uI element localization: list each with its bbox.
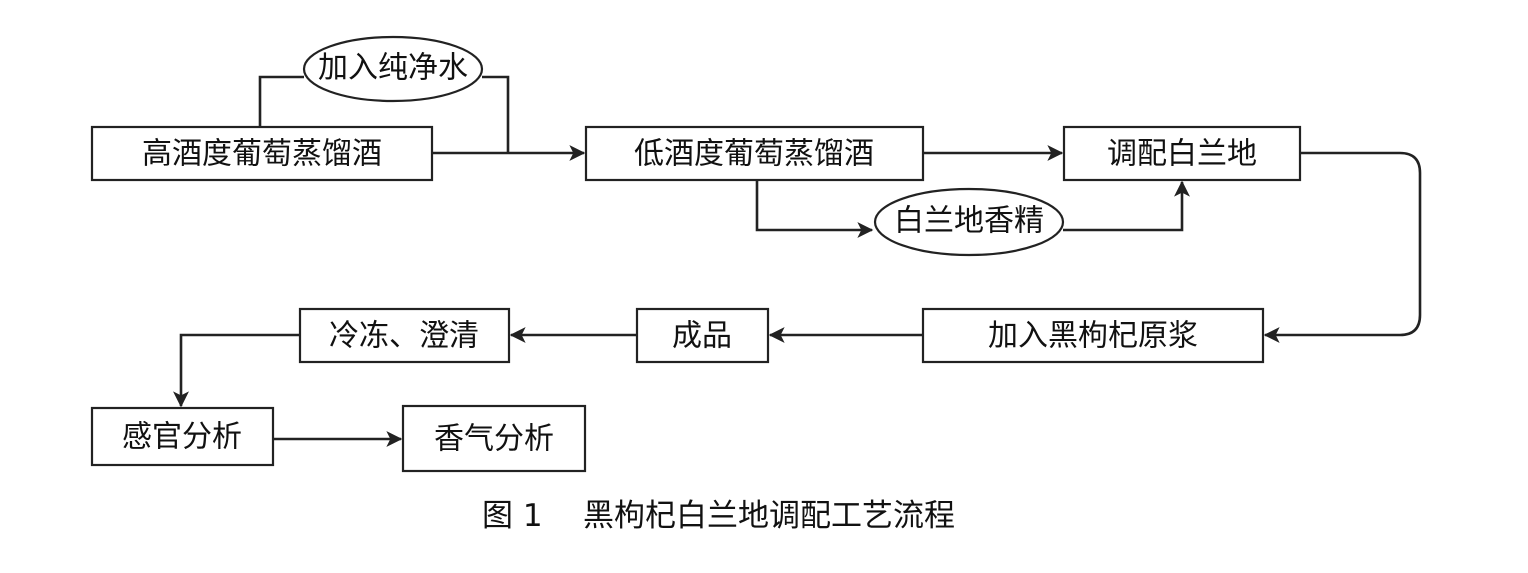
edge-water-to-main: [482, 75, 510, 153]
node-aroma: 香气分析: [401, 404, 587, 473]
node-low-proof-label: 低酒度葡萄蒸馏酒: [634, 137, 874, 172]
edge-freeze-to-sensory: [173, 333, 300, 408]
figure-title: 黑枸杞白兰地调配工艺流程: [583, 498, 955, 534]
node-add-juice: 加入黑枸杞原浆: [921, 307, 1265, 364]
node-essence: 白兰地香精: [873, 187, 1065, 257]
edge-low-to-essence: [755, 180, 874, 238]
node-essence-label: 白兰地香精: [894, 204, 1044, 239]
node-add-juice-label: 加入黑枸杞原浆: [988, 319, 1198, 354]
edge-essence-to-blend: [1063, 180, 1190, 232]
node-freeze-clarify: 冷冻、澄清: [298, 307, 511, 364]
edge-high-to-water: [258, 75, 304, 127]
node-high-proof: 高酒度葡萄蒸馏酒: [90, 125, 434, 182]
edge-blend-to-juice: [1263, 151, 1422, 343]
node-product: 成品: [635, 307, 770, 364]
connectors: [173, 75, 1422, 447]
node-low-proof: 低酒度葡萄蒸馏酒: [584, 125, 925, 182]
node-sensory: 感官分析: [90, 406, 275, 467]
node-sensory-label: 感官分析: [122, 420, 242, 455]
node-blend-label: 调配白兰地: [1107, 137, 1257, 172]
node-blend: 调配白兰地: [1062, 125, 1302, 182]
node-high-proof-label: 高酒度葡萄蒸馏酒: [142, 137, 382, 172]
figure-caption: 图 1 黑枸杞白兰地调配工艺流程: [482, 498, 955, 534]
node-aroma-label: 香气分析: [434, 422, 554, 457]
node-add-water-label: 加入纯净水: [318, 51, 468, 86]
node-product-label: 成品: [672, 319, 732, 354]
node-freeze-clarify-label: 冷冻、澄清: [329, 319, 479, 354]
figure-number: 图 1: [482, 498, 543, 534]
node-add-water: 加入纯净水: [302, 35, 484, 103]
